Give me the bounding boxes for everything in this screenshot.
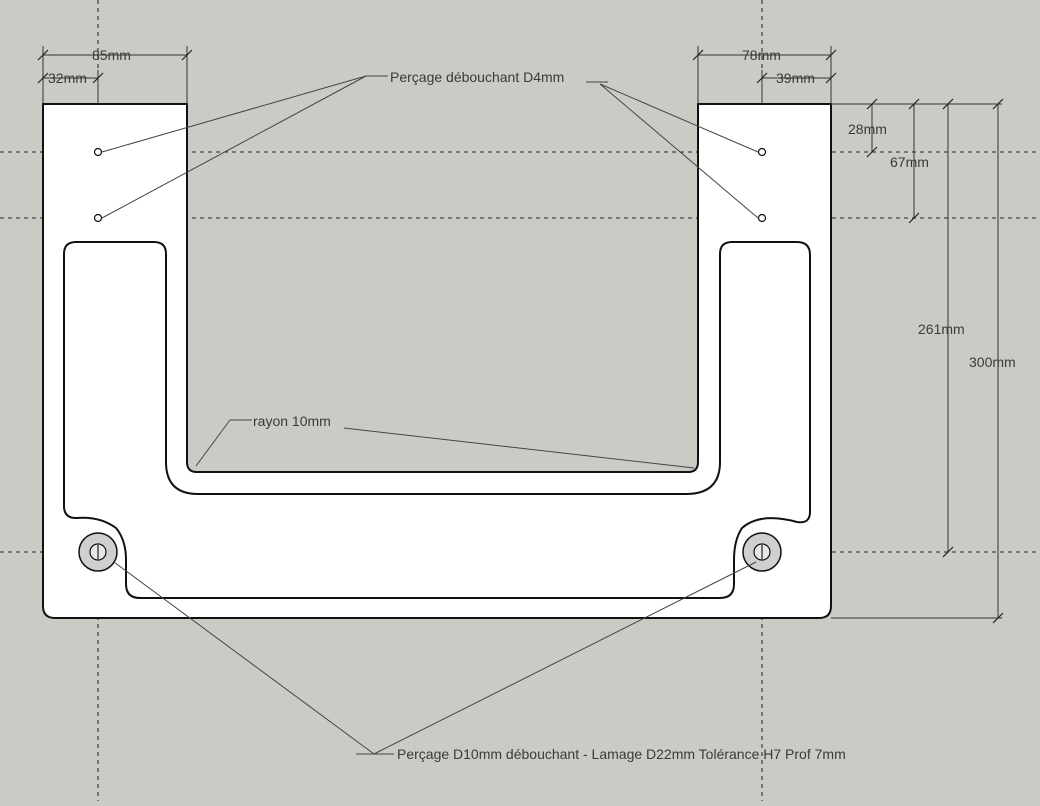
hole-top-right [757,147,767,157]
hole-mid-right [757,213,767,223]
hole-mid-left [93,213,103,223]
dim-label-39mm: 39mm [776,70,815,86]
annotation-radius: rayon 10mm [253,413,331,429]
counterbore-right [742,532,782,572]
dim-heights: 28mm 67mm 261mm 300mm [831,98,1016,624]
dim-hole-right: 39mm [756,70,837,104]
counterbore-left [78,532,118,572]
hole-top-left [93,147,103,157]
annotation-counterbore: Perçage D10mm débouchant - Lamage D22mm … [397,746,846,762]
annotation-through-hole: Perçage débouchant D4mm [390,69,564,85]
dim-width-left: 85mm [37,46,193,104]
dim-label-67mm: 67mm [890,154,929,170]
dim-hole-left: 32mm [37,70,104,104]
leader-counterbore: Perçage D10mm débouchant - Lamage D22mm … [113,561,846,762]
dim-label-32mm: 32mm [48,70,87,86]
dim-label-78mm: 78mm [742,47,781,63]
dim-width-right: 78mm [692,46,837,104]
leader-through-holes: Perçage débouchant D4mm [101,69,759,219]
dim-label-28mm: 28mm [848,121,887,137]
dim-label-85mm: 85mm [92,47,131,63]
through-holes [93,147,767,223]
dim-label-300mm: 300mm [969,354,1016,370]
part-outline [42,103,832,619]
groove-path [63,241,811,599]
leader-radius: rayon 10mm [195,413,695,469]
dim-label-261mm: 261mm [918,321,965,337]
